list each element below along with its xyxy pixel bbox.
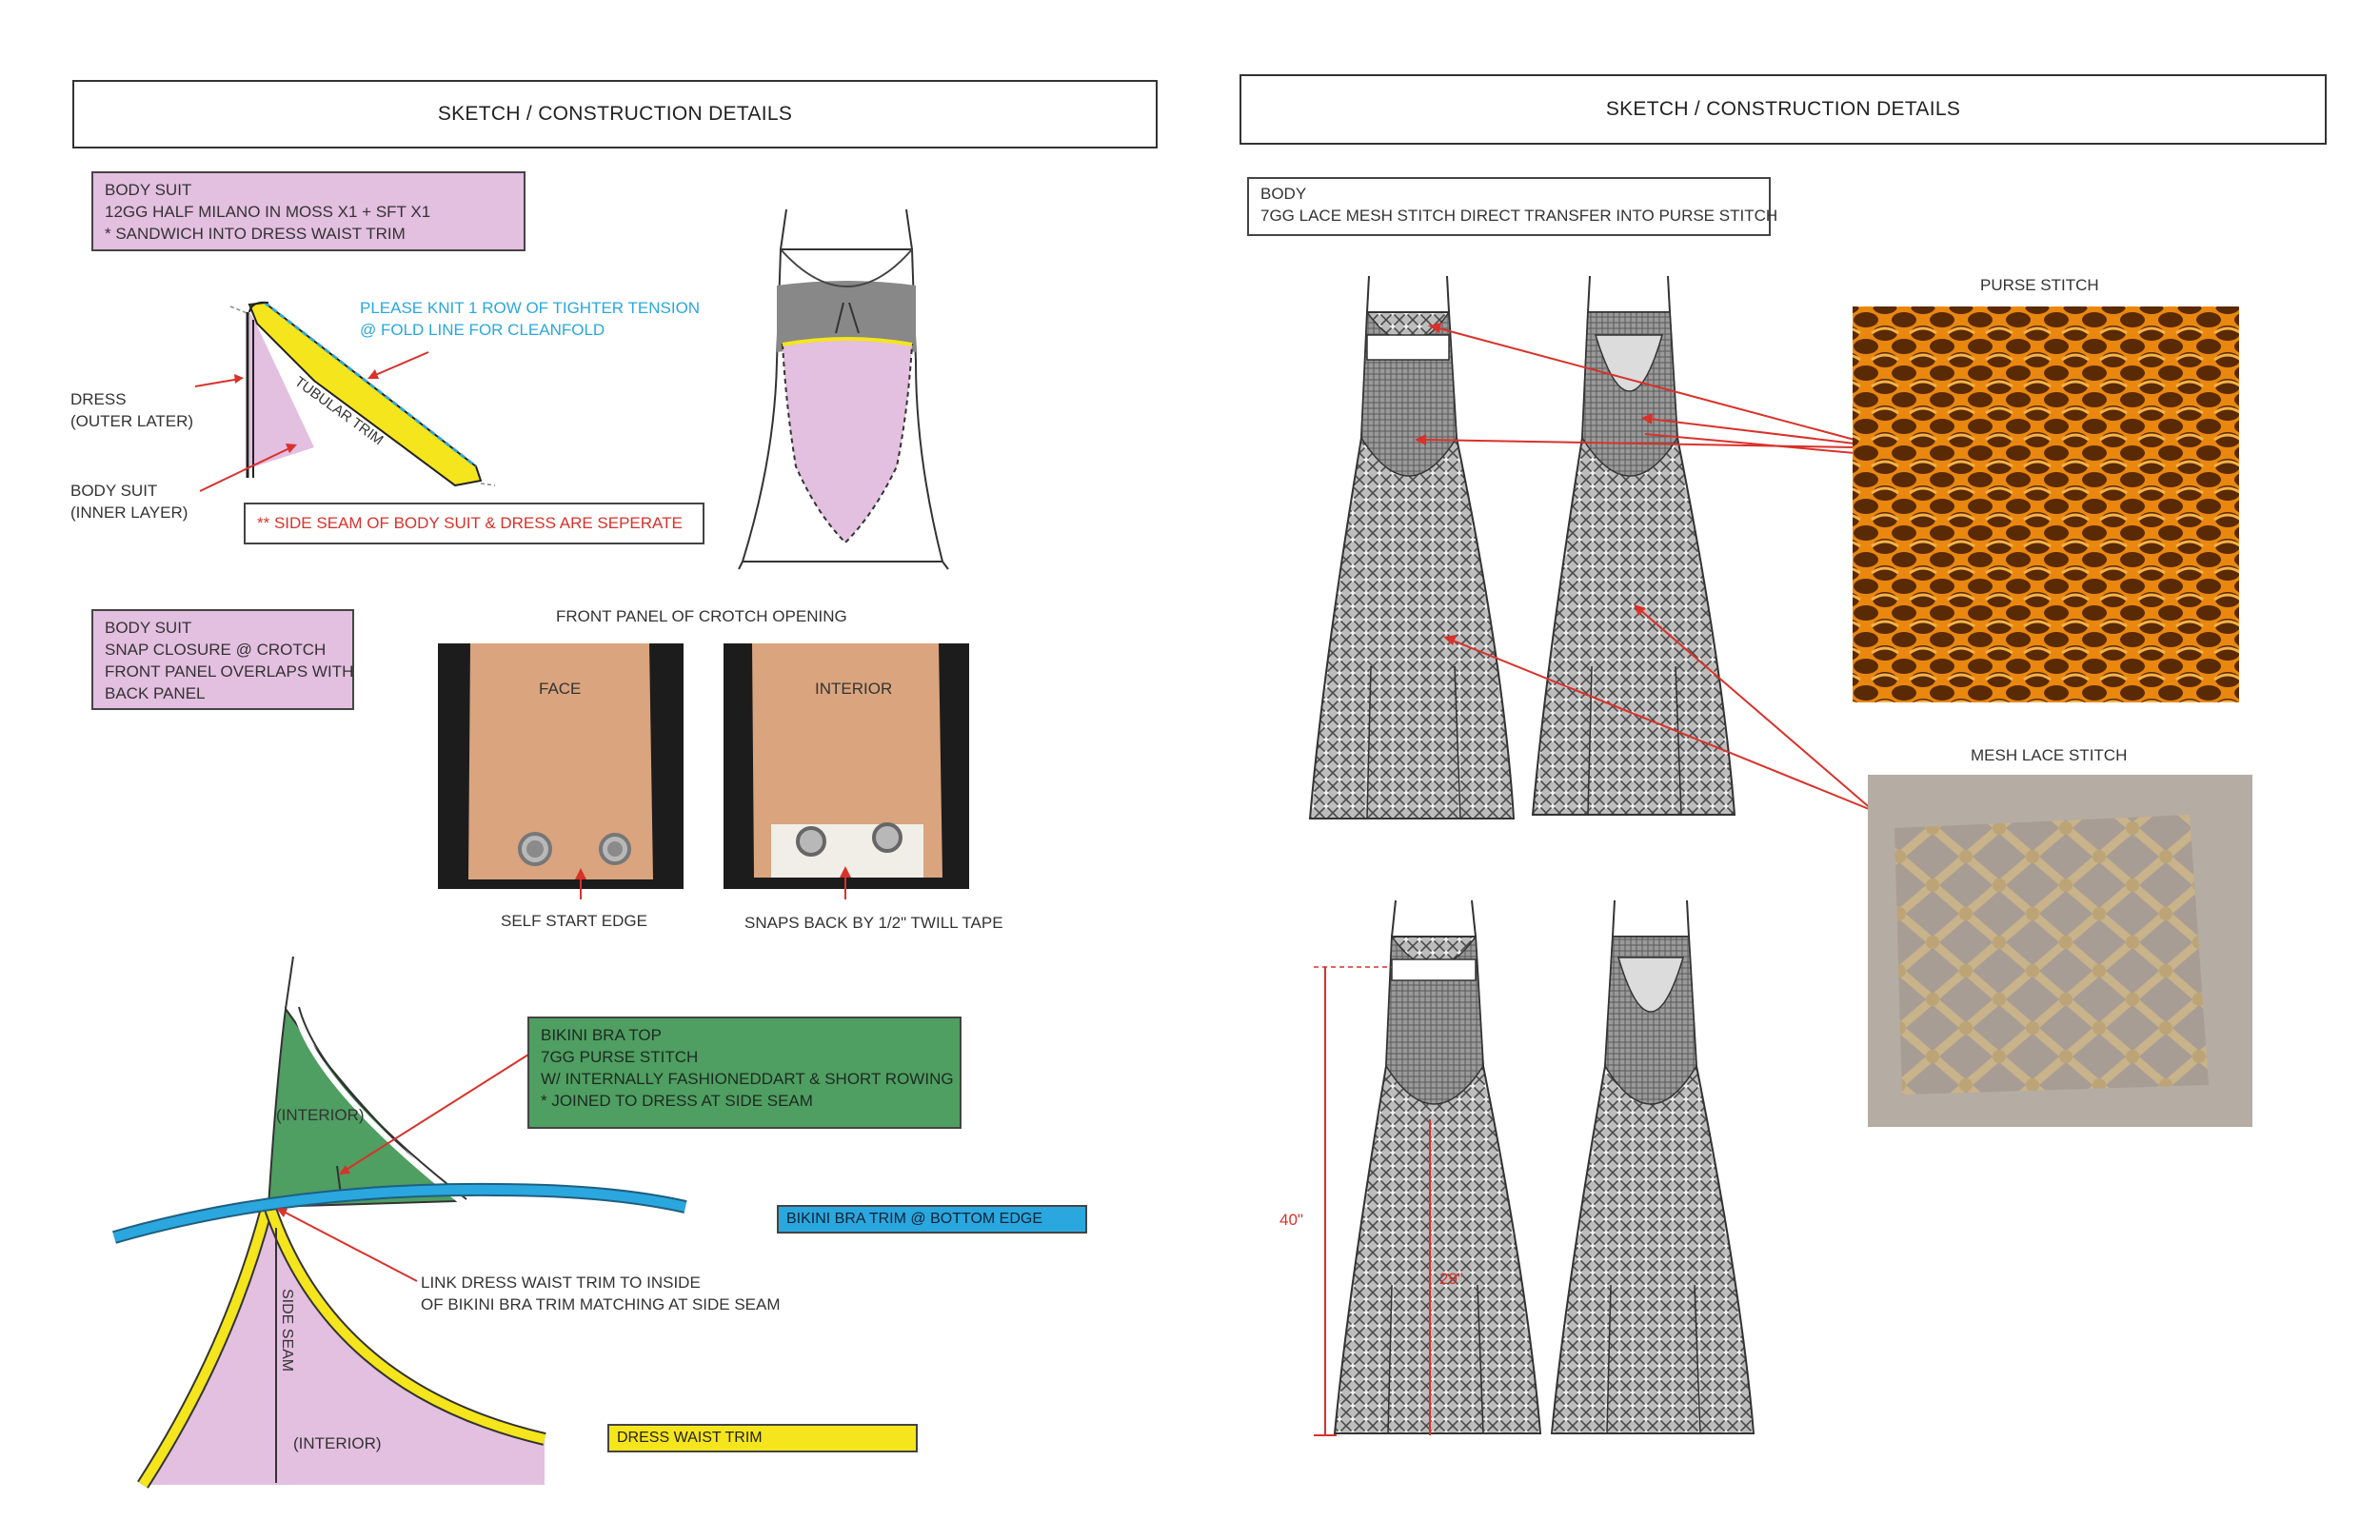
bikini-trim-label: BIKINI BRA TRIM @ BOTTOM EDGE [777,1205,1087,1234]
right-page-title: SKETCH / CONSTRUCTION DETAILS [1240,74,2327,145]
side-seam-note: ** SIDE SEAM OF BODY SUIT & DRESS ARE SE… [244,503,704,544]
dress-back-bottom [1550,899,1755,1434]
length-total-label: 40" [1279,1211,1303,1229]
link-trim-note: LINK DRESS WAIST TRIM TO INSIDE OF BIKIN… [421,1273,781,1313]
dress-outer-label: DRESS (OUTER LATER) [70,390,194,430]
crotch-opening-title: FRONT PANEL OF CROTCH OPENING [556,607,847,625]
self-start-edge-label: SELF START EDGE [501,912,647,930]
dress-back-top [1531,275,1736,816]
dress-front-bottom [1333,899,1542,1434]
purse-stitch-label: PURSE STITCH [1980,276,2099,294]
snaps-tape-label: SNAPS BACK BY 1/2" TWILL TAPE [744,914,1003,932]
length-skirt-label: 29" [1439,1270,1463,1288]
bodysuit-inner-label: BODY SUIT (INNER LAYER) [70,482,188,522]
face-label: FACE [539,680,582,698]
dress-waist-trim-label: DRESS WAIST TRIM [607,1424,918,1452]
left-page-title: SKETCH / CONSTRUCTION DETAILS [72,80,1158,148]
snap-closure-note: BODY SUIT SNAP CLOSURE @ CROTCH FRONT PA… [91,609,354,710]
body-stitch-note: BODY 7GG LACE MESH STITCH DIRECT TRANSFE… [1247,177,1777,236]
mesh-lace-label: MESH LACE STITCH [1971,746,2128,764]
bikini-bra-top-note: BIKINI BRA TOP 7GG PURSE STITCH W/ INTER… [527,1017,962,1129]
interior-label: INTERIOR [815,680,893,698]
bodysuit-fabric-note: BODY SUIT 12GG HALF MILANO IN MOSS X1 + … [91,171,526,251]
skirt-interior-label: (INTERIOR) [293,1434,382,1452]
tension-note: PLEASE KNIT 1 ROW OF TIGHTER TENSION @ F… [360,299,701,339]
dress-front-top [1308,275,1516,819]
bikini-interior-label: (INTERIOR) [276,1106,365,1124]
